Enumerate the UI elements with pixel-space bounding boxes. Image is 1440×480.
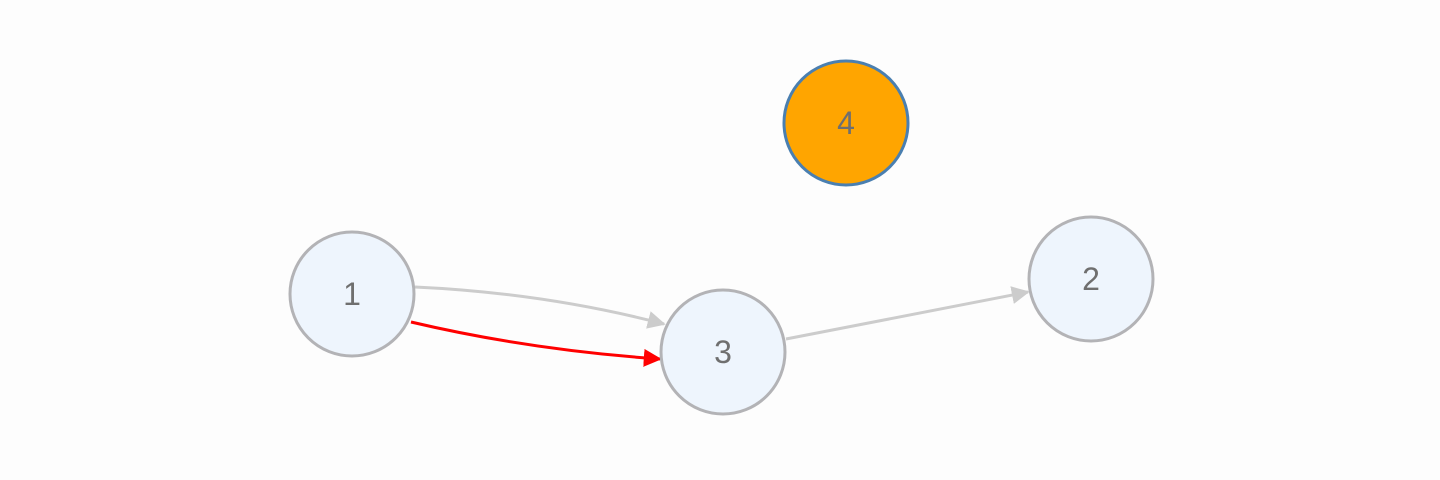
edge-1-to-3-curved-up[interactable] — [414, 285, 666, 329]
node-2[interactable]: 2 — [1027, 215, 1155, 343]
node-1-circle[interactable] — [288, 230, 416, 358]
edges-layer — [410, 285, 1030, 367]
node-1-label: 1 — [343, 276, 361, 312]
node-3-label: 3 — [714, 334, 732, 370]
node-3-circle[interactable] — [659, 288, 787, 416]
edge-3-to-2[interactable] — [785, 286, 1030, 341]
node-4[interactable]: 4 — [782, 59, 910, 187]
edge-1-to-3-highlighted[interactable] — [410, 320, 662, 367]
node-2-circle[interactable] — [1027, 215, 1155, 343]
node-4-circle[interactable] — [782, 59, 910, 187]
node-1[interactable]: 1 — [288, 230, 416, 358]
node-3[interactable]: 3 — [659, 288, 787, 416]
node-2-label: 2 — [1082, 261, 1100, 297]
node-4-label: 4 — [837, 105, 855, 141]
